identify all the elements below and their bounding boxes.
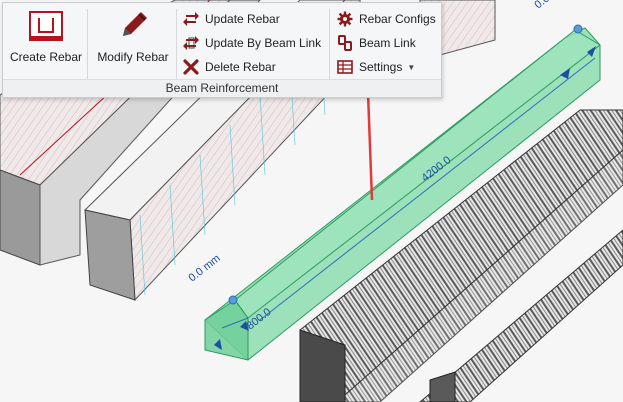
create-rebar-button[interactable]: Create Rebar xyxy=(9,7,83,73)
update-rebar-button[interactable]: Update Rebar xyxy=(183,9,280,29)
settings-grid-icon xyxy=(337,59,353,75)
update-by-beam-link-button[interactable]: Update By Beam Link xyxy=(183,33,321,53)
settings-dropdown[interactable]: Settings ▼ xyxy=(337,57,415,77)
panel-title: Beam Reinforcement xyxy=(3,79,441,97)
ribbon-panel-beam-reinforcement: Create Rebar Modify Rebar Update Rebar xyxy=(2,2,442,98)
pencil-icon xyxy=(113,7,153,45)
chevron-down-icon: ▼ xyxy=(407,62,416,72)
refresh-link-icon xyxy=(183,35,199,51)
refresh-icon xyxy=(183,11,199,27)
separator xyxy=(329,9,330,79)
selected-beam[interactable] xyxy=(204,24,601,361)
dimension-top-corner: 0.0 xyxy=(532,0,551,11)
modify-rebar-label: Modify Rebar xyxy=(97,50,169,64)
create-rebar-icon xyxy=(26,7,66,45)
settings-label: Settings xyxy=(359,60,403,74)
delete-rebar-label: Delete Rebar xyxy=(205,60,276,74)
delete-x-icon xyxy=(183,59,199,75)
separator xyxy=(176,9,177,79)
update-by-beam-link-label: Update By Beam Link xyxy=(205,36,322,50)
modify-rebar-button[interactable]: Modify Rebar xyxy=(93,7,173,73)
create-rebar-label: Create Rebar xyxy=(9,50,83,64)
beam-link-label: Beam Link xyxy=(359,36,416,50)
rebar-configs-label: Rebar Configs xyxy=(359,12,436,26)
update-rebar-label: Update Rebar xyxy=(205,12,280,26)
gear-icon xyxy=(337,11,353,27)
separator xyxy=(87,9,88,79)
rebar-cage-beam[interactable] xyxy=(299,109,623,402)
delete-rebar-button[interactable]: Delete Rebar xyxy=(183,57,276,77)
rebar-configs-button[interactable]: Rebar Configs xyxy=(337,9,436,29)
link-icon xyxy=(337,35,353,51)
beam-link-button[interactable]: Beam Link xyxy=(337,33,416,53)
